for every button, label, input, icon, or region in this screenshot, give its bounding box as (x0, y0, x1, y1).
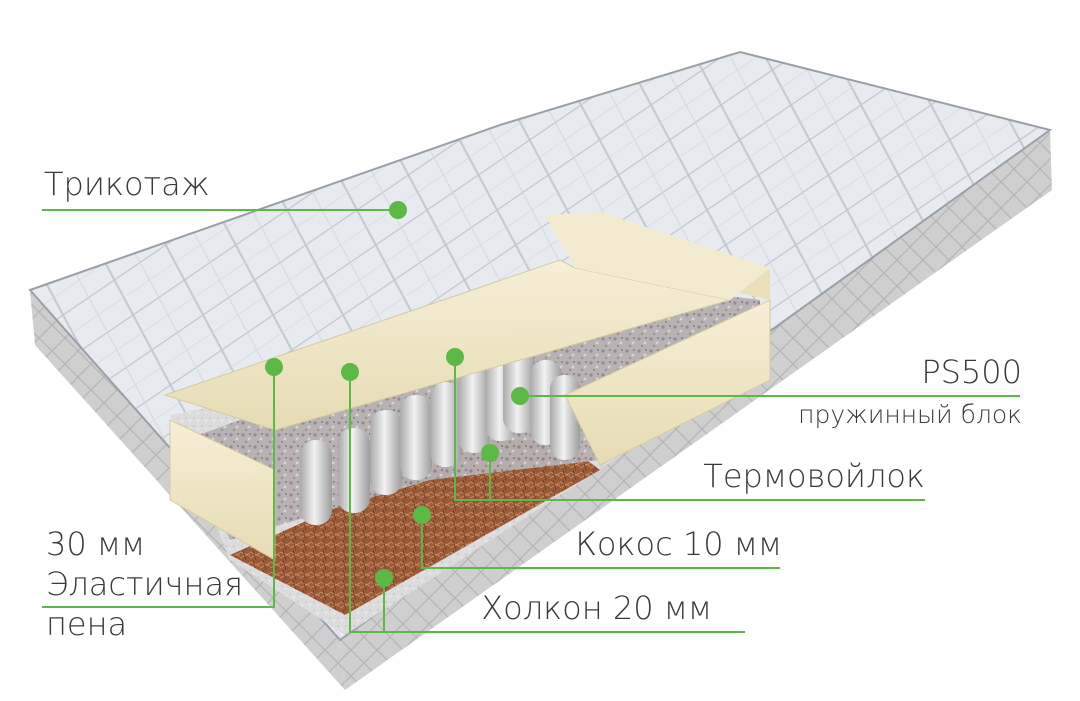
dot-knit (389, 201, 407, 219)
coconut-layer (230, 440, 600, 615)
dot-foam (265, 358, 283, 376)
label-foam-name: Эластичная (46, 565, 244, 603)
callout-dots (265, 201, 529, 587)
spring (550, 375, 580, 460)
dot-felt-lower (481, 444, 499, 462)
label-holcon: Холкон 20 мм (481, 589, 712, 627)
label-foam: 30 мм Эластичная пена (46, 524, 243, 644)
callout-line-coconut (421, 515, 780, 569)
label-coconut: Кокос 10 мм (575, 525, 782, 563)
dot-coconut (413, 506, 431, 524)
label-felt: Термовойлок (703, 457, 925, 495)
label-spring-block-sub: пружинный блок (798, 400, 1022, 429)
spring (370, 410, 402, 495)
label-foam-name2: пена (46, 605, 128, 643)
spring (338, 428, 370, 513)
callout-lines (42, 209, 1020, 633)
spring (458, 368, 490, 453)
label-foam-thickness: 30 мм (46, 525, 146, 563)
label-spring-block-title: PS500 (921, 353, 1022, 391)
foam-corner-top (545, 212, 770, 300)
callout-line-holcon2 (349, 372, 384, 633)
spring (430, 382, 462, 467)
dot-felt (446, 348, 464, 366)
callout-line-foam (42, 367, 275, 608)
dot-holcon-upper (341, 363, 359, 381)
dot-holcon (375, 569, 393, 587)
callout-line-felt (454, 357, 925, 501)
foam-right-slab (564, 299, 771, 466)
label-knit: Трикотаж (44, 165, 210, 203)
spring (300, 440, 332, 525)
spring (400, 395, 432, 480)
dot-spring (511, 387, 529, 405)
